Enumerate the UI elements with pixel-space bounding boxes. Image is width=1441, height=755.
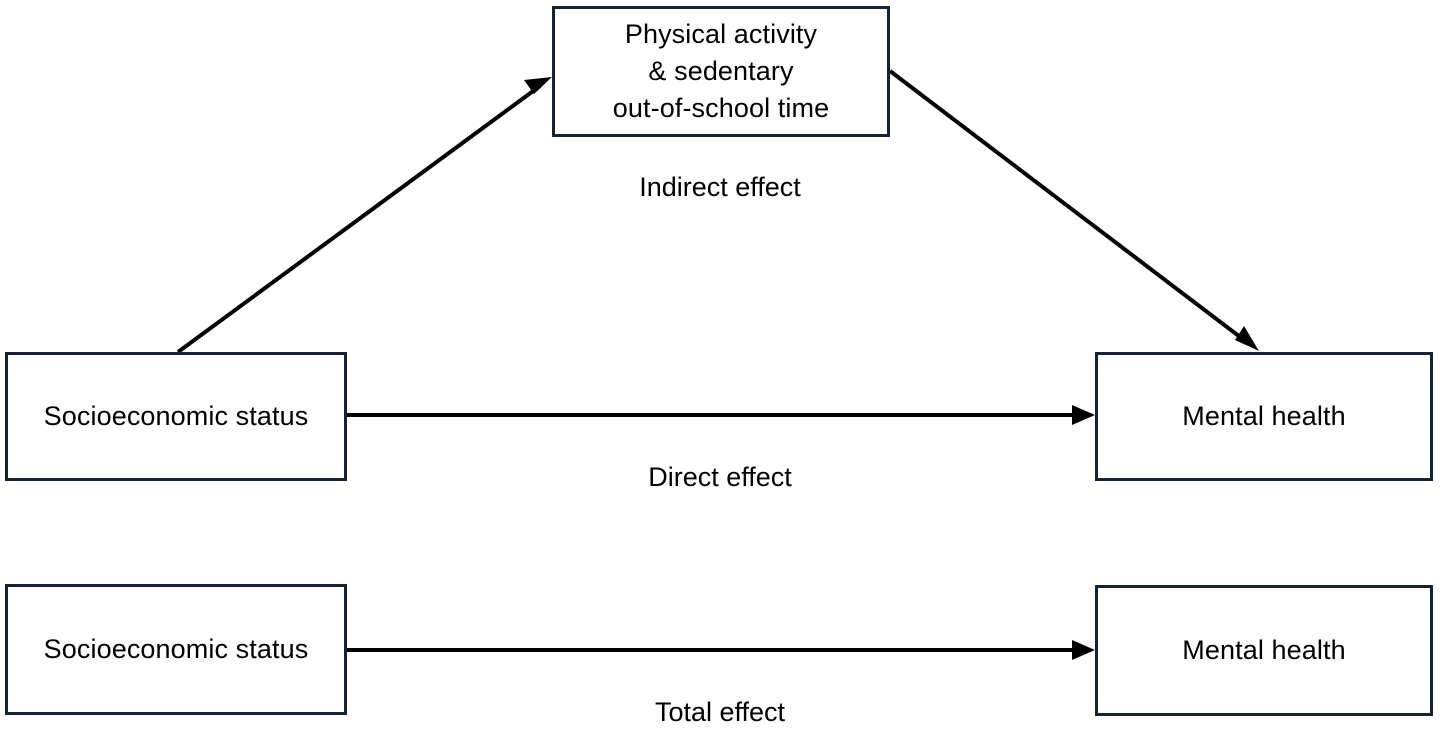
node-socioeconomic-status-bottom: Socioeconomic status (5, 584, 347, 715)
node-mediator-label: Physical activity & sedentary out-of-sch… (612, 19, 830, 123)
edge-label-total-effect: Total effect (654, 697, 786, 727)
edge-mediator-to-outcome (888, 69, 1259, 351)
edge-total-effect (347, 640, 1095, 660)
edge-label-direct-effect: Direct effect (648, 462, 792, 492)
node-socioeconomic-status-top: Socioeconomic status (5, 352, 347, 481)
edge-label-indirect-effect: Indirect effect (639, 172, 801, 202)
edge-direct-effect (347, 405, 1095, 425)
node-mental-health-top-label: Mental health (1182, 401, 1346, 431)
node-physical-activity-sedentary: Physical activity & sedentary out-of-sch… (552, 6, 890, 137)
node-mental-health-top: Mental health (1095, 352, 1433, 481)
node-ses-bottom-label: Socioeconomic status (43, 634, 309, 664)
node-mental-health-bottom-label: Mental health (1182, 635, 1346, 665)
node-ses-top-label: Socioeconomic status (43, 401, 309, 431)
edge-ses-to-mediator (176, 77, 552, 354)
node-mental-health-bottom: Mental health (1095, 585, 1433, 716)
